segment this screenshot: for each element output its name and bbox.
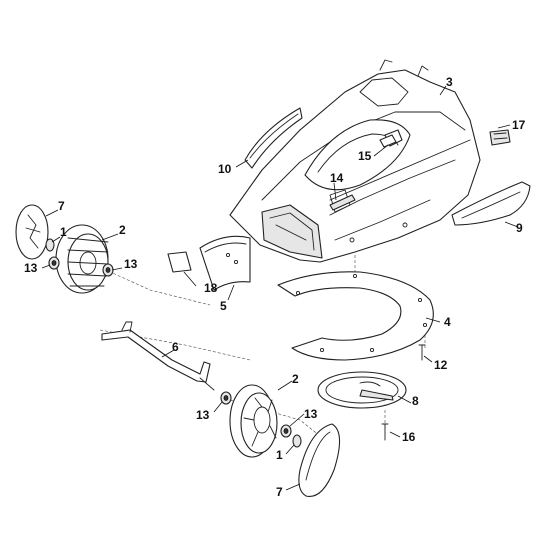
part-18-label	[167, 251, 192, 273]
callout-labels: 3 17 10 15 14 9 7 1 2 13 13 18 5 4 12 6 …	[24, 75, 526, 499]
callout-10: 10	[218, 162, 232, 176]
callout-2-upper: 2	[119, 223, 126, 237]
part-1-nut-lower	[292, 434, 302, 448]
part-7-hubcap-upper	[15, 204, 49, 260]
part-8-blade-disc	[317, 371, 407, 409]
callout-7-upper: 7	[58, 199, 65, 213]
part-5-rear-flap	[199, 235, 251, 291]
callout-17: 17	[512, 118, 526, 132]
callout-18: 18	[204, 281, 218, 295]
callout-7-lower: 7	[276, 485, 283, 499]
part-17-clip	[489, 129, 511, 146]
part-13-bearing-b	[102, 263, 114, 277]
callout-14: 14	[330, 171, 344, 185]
callout-2-lower: 2	[292, 372, 299, 386]
part-10-side-trim	[244, 107, 303, 169]
leader-lines	[41, 85, 519, 491]
callout-16: 16	[402, 430, 416, 444]
part-2-wheel-lower	[229, 384, 278, 458]
part-13-bearing-c	[220, 391, 232, 405]
part-6-axle	[101, 321, 215, 391]
part-14-rail	[329, 194, 356, 211]
part-7-hubcap-lower	[298, 423, 341, 498]
callout-6: 6	[172, 340, 179, 354]
part-4-deck-shield	[277, 271, 434, 361]
callout-9: 9	[516, 221, 523, 235]
callout-13-d: 13	[304, 407, 318, 421]
part-13-bearing-d	[280, 424, 292, 438]
callout-13-c: 13	[196, 408, 210, 422]
callout-3: 3	[446, 75, 453, 89]
part-1-nut-upper	[45, 238, 55, 252]
callout-13-a: 13	[24, 261, 38, 275]
mower-housing	[229, 59, 481, 263]
part-9-side-trim	[451, 181, 531, 226]
callout-4: 4	[444, 315, 451, 329]
part-15-bracket	[379, 134, 397, 148]
callout-5: 5	[220, 299, 227, 313]
part-13-bearing-a	[48, 256, 60, 270]
part-16-screw	[381, 423, 389, 441]
callout-1-lower: 1	[276, 448, 283, 462]
part-12-screw	[418, 344, 426, 361]
callout-8: 8	[412, 394, 419, 408]
callout-1-upper: 1	[60, 225, 67, 239]
callout-15: 15	[358, 149, 372, 163]
callout-12: 12	[434, 358, 448, 372]
callout-13-b: 13	[124, 257, 138, 271]
